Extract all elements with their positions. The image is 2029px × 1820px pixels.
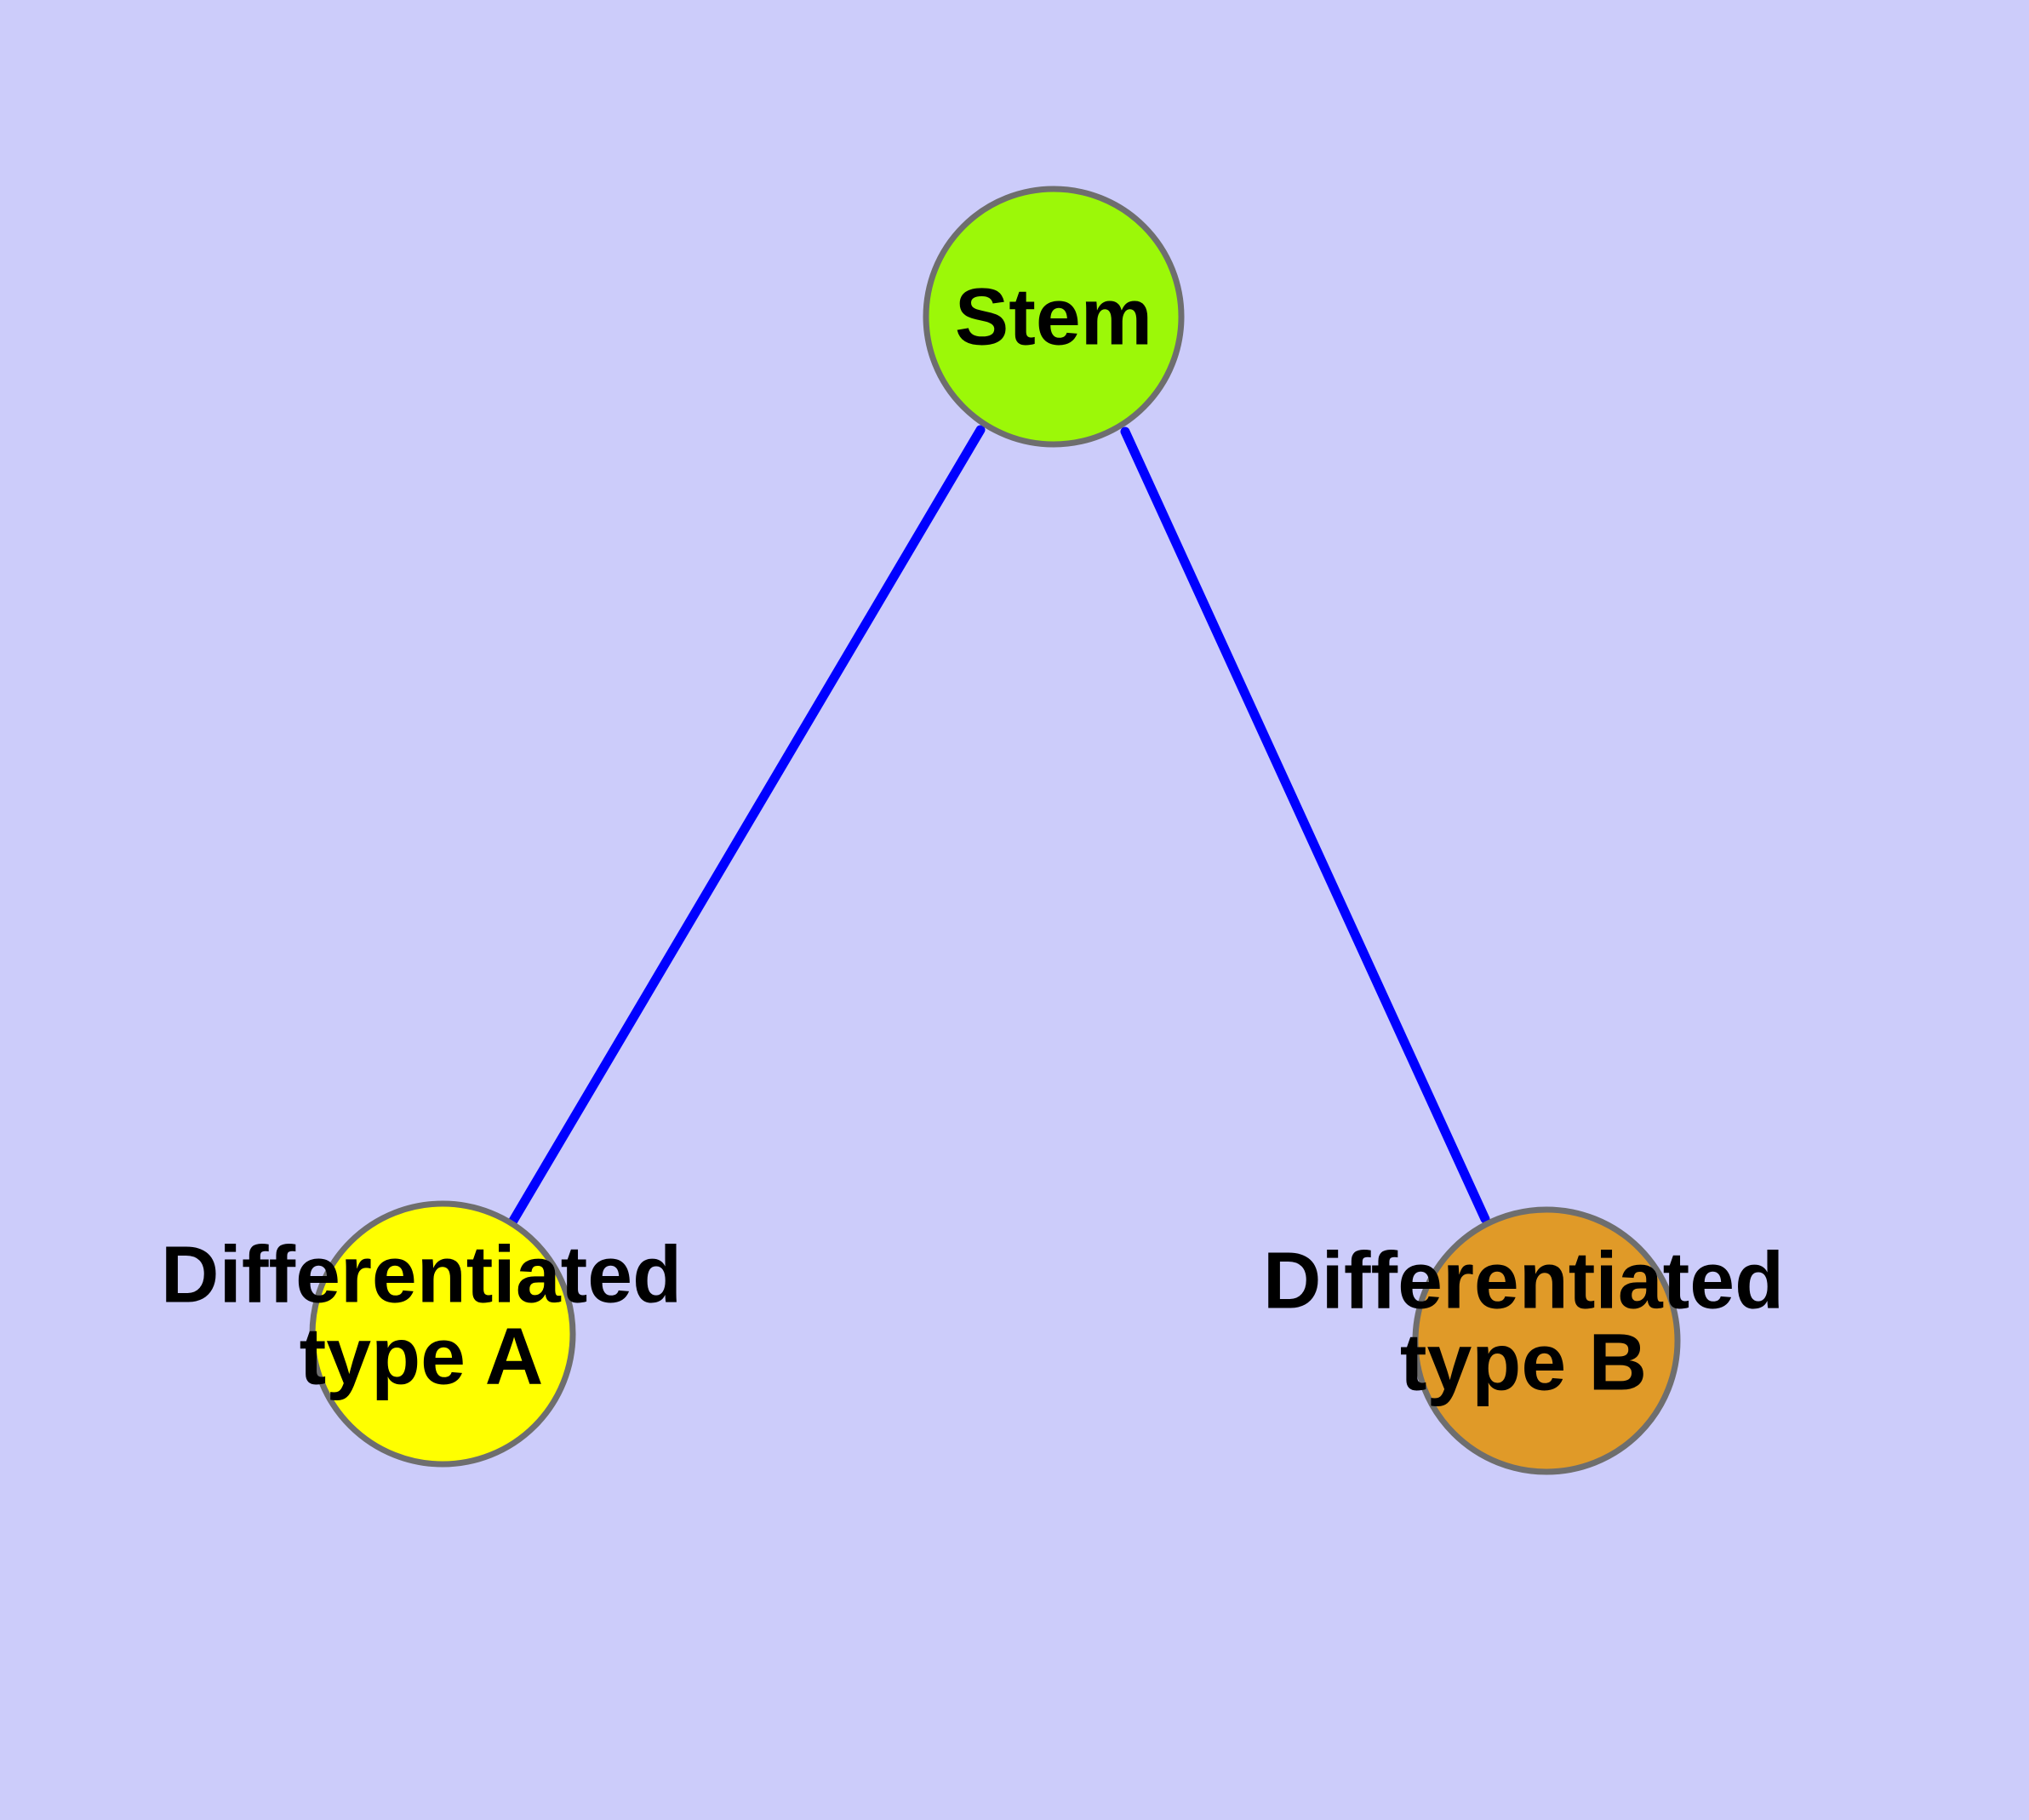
node-stem-circle[interactable] xyxy=(923,186,1185,448)
node-stem[interactable] xyxy=(923,186,1185,448)
edge-stem-to-diff-a[interactable] xyxy=(508,425,986,1226)
node-diff-b-circle[interactable] xyxy=(1412,1206,1681,1475)
node-diff-a[interactable] xyxy=(309,1200,576,1468)
node-diff-a-circle[interactable] xyxy=(309,1200,576,1468)
edge-stem-to-diff-b[interactable] xyxy=(1120,426,1490,1224)
label-line: Stem xyxy=(955,272,1152,362)
node-stem-label: Stem xyxy=(955,272,1152,362)
label-line: Differentiated xyxy=(161,1229,682,1319)
edge-layer xyxy=(508,425,1490,1226)
node-layer xyxy=(309,186,1681,1475)
label-line: Differentiated xyxy=(1263,1235,1784,1325)
node-diff-b[interactable] xyxy=(1412,1206,1681,1475)
label-line: type B xyxy=(1400,1317,1647,1407)
label-line: type A xyxy=(300,1311,544,1401)
